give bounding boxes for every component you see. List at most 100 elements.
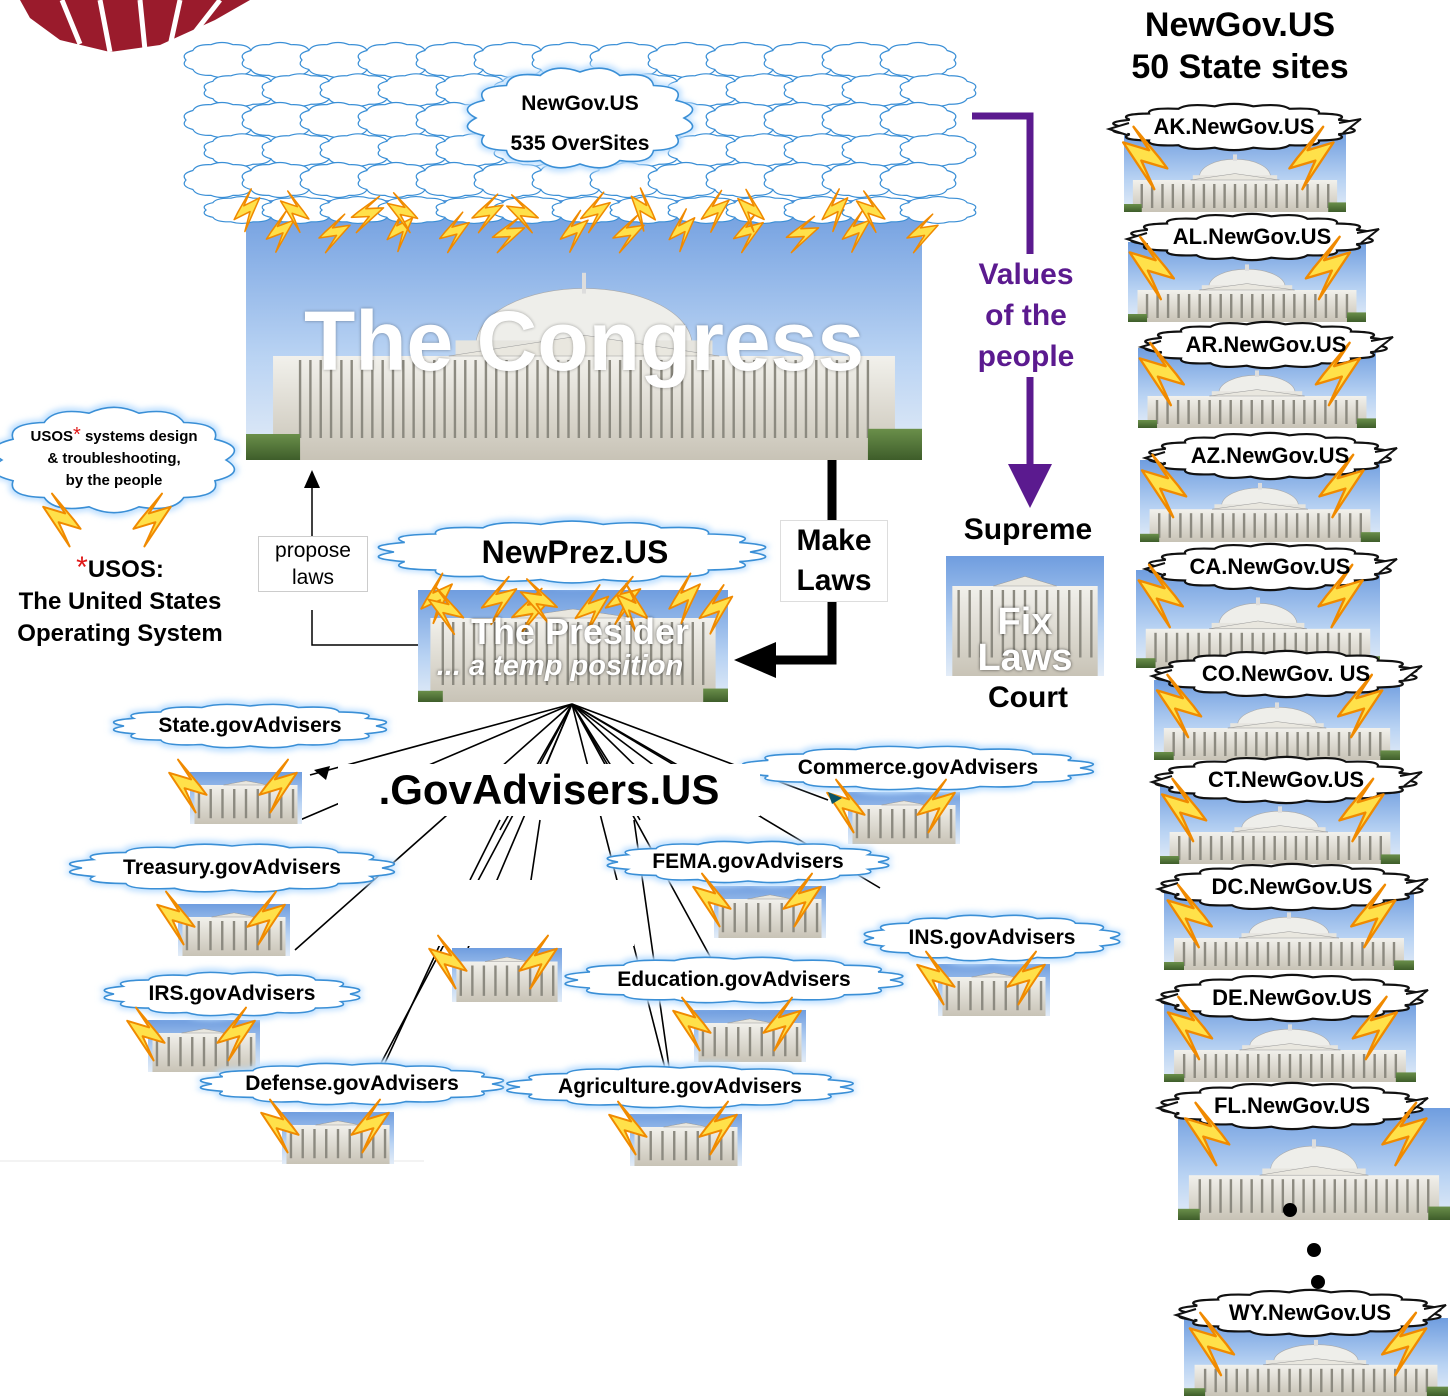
adviser-lightning-icon	[518, 934, 558, 990]
irs-adviser-cloud	[99, 968, 365, 1020]
adviser-lightning-icon	[782, 872, 822, 928]
congress-label: The Congress	[303, 294, 865, 388]
congress-lightning-icon	[612, 213, 645, 254]
adviser-connector-line	[309, 703, 573, 776]
state-adviser-cloud	[109, 700, 391, 752]
make-laws-line-1: Make	[796, 524, 872, 557]
state-bubble	[1154, 973, 1429, 1023]
state-label: FL.NewGov.US	[1213, 1093, 1371, 1118]
state-bubble	[1141, 431, 1398, 481]
congress-picture	[246, 200, 922, 460]
usos-definition: *USOS: The United States Operating Syste…	[0, 552, 240, 650]
propose-laws-label: propose laws	[258, 536, 368, 592]
propose-arrow-bottom	[311, 610, 418, 646]
congress-lightning-icon	[737, 188, 765, 233]
congress-lightning-icon	[386, 192, 419, 234]
values-line-3: people	[977, 340, 1075, 373]
congress-lightning-icon	[906, 213, 939, 254]
propose-line-1: propose	[275, 539, 351, 562]
adviser-lightning-icon	[126, 1006, 166, 1062]
congress-lightning-icon	[559, 209, 589, 253]
state-capitol-picture	[1178, 1108, 1450, 1220]
adviser-lightning-icon	[762, 996, 802, 1052]
president-lightning-icon	[480, 575, 518, 626]
president-lightning-icon	[574, 584, 610, 635]
values-line-1: Values	[978, 258, 1074, 291]
state-lightning-icon	[1317, 563, 1364, 629]
fema-adviser-label: FEMA.govAdvisers	[652, 850, 844, 873]
adviser-lightning-icon	[428, 934, 468, 990]
usos-cloud-line-1: USOS* systems design	[6, 424, 222, 448]
defense-adviser-cloud	[196, 1059, 508, 1109]
supreme-bottom-label: Court	[988, 681, 1068, 714]
education-adviser-label: Education.govAdvisers	[617, 968, 851, 991]
state-lightning-icon	[1288, 125, 1335, 191]
whitehouse-picture	[418, 590, 728, 702]
state-label: AK.NewGov.US	[1153, 114, 1315, 139]
state-bubble	[1154, 1081, 1429, 1131]
president-label: The Presider	[470, 612, 690, 652]
defense-adviser-label: Defense.govAdvisers	[245, 1072, 459, 1095]
advisers-hub-label: .GovAdvisers.US	[338, 764, 760, 816]
president-cloud-label: NewPrez.US	[481, 534, 669, 570]
usos-cloud-line-3: by the people	[65, 472, 163, 489]
state-lightning-icon	[1380, 1311, 1428, 1377]
state-lightning-icon	[1183, 1101, 1231, 1167]
values-line-2: of the	[985, 299, 1067, 332]
congress-lightning-icon	[318, 213, 351, 254]
values-arrowhead	[1008, 464, 1052, 508]
agriculture-adviser-cloud	[502, 1062, 858, 1112]
usos-def-asterisk: *	[76, 551, 88, 584]
state-adviser-label: State.govAdvisers	[158, 714, 342, 737]
ellipsis-dot	[1311, 1275, 1325, 1289]
usos-word: USOS	[30, 428, 73, 445]
congress-lightning-icon	[841, 209, 871, 253]
state-lightning-icon	[1338, 777, 1385, 843]
state-lightning-icon	[1304, 235, 1352, 301]
state-lightning-icon	[1137, 563, 1185, 629]
adviser-connector-line	[294, 703, 573, 951]
congress-lightning-icon	[700, 189, 730, 233]
state-label: AL.NewGov.US	[1172, 224, 1332, 249]
president-sub-label: ... a temp position	[436, 650, 684, 682]
state-lightning-icon	[1381, 1101, 1428, 1167]
congress-lightning-icon	[471, 193, 504, 234]
state-bubble	[1148, 649, 1423, 699]
state-bubble	[1105, 102, 1362, 152]
supreme-fix-label: Fix Laws	[946, 603, 1104, 679]
irs-adviser-label: IRS.govAdvisers	[148, 982, 316, 1005]
state-lightning-icon	[1336, 673, 1384, 739]
fix-line-2: Laws	[977, 637, 1073, 679]
adviser-lightning-icon	[168, 758, 208, 814]
adviser-connector-line	[469, 819, 501, 881]
adviser-lightning-icon	[672, 996, 712, 1052]
state-label: AR.NewGov.US	[1185, 332, 1347, 357]
state-bubble	[1137, 320, 1394, 370]
adviser-lightning-icon	[916, 778, 956, 834]
usos-cloud-line-2: & troubleshooting,	[47, 450, 181, 467]
adviser-lightning-icon	[216, 1006, 256, 1062]
values-arrow-top	[972, 112, 1034, 258]
state-label: CO.NewGov. US	[1201, 661, 1371, 686]
adviser-lightning-icon	[698, 1100, 738, 1156]
usos-def-line-1: *USOS:	[0, 552, 240, 586]
state-lightning-icon	[1155, 673, 1203, 739]
commerce-adviser-cloud	[738, 742, 1098, 794]
state-label: CT.NewGov.US	[1207, 767, 1365, 792]
make-laws-label: Make Laws	[780, 520, 888, 602]
seal-icon	[20, 0, 250, 53]
congress-cloud-line-2: 535 OverSites	[510, 132, 650, 155]
make-laws-line-2: Laws	[796, 564, 872, 597]
commerce-adviser-label: Commerce.govAdvisers	[797, 756, 1039, 779]
commerce-arrowhead	[828, 792, 842, 804]
state-bubble	[1141, 542, 1398, 592]
state-label: CA.NewGov.US	[1189, 554, 1351, 579]
treasury-adviser-label: Treasury.govAdvisers	[123, 856, 341, 879]
usos-def-line-2: The United States	[18, 588, 222, 615]
title-line-2: 50 State sites	[1131, 48, 1349, 86]
usos-cloud-rest: systems design	[80, 428, 198, 445]
adviser-lightning-icon	[350, 1098, 390, 1154]
usos-asterisk: *	[73, 424, 81, 446]
supreme-court-picture	[946, 556, 1104, 676]
state-lightning-icon	[1318, 453, 1365, 519]
